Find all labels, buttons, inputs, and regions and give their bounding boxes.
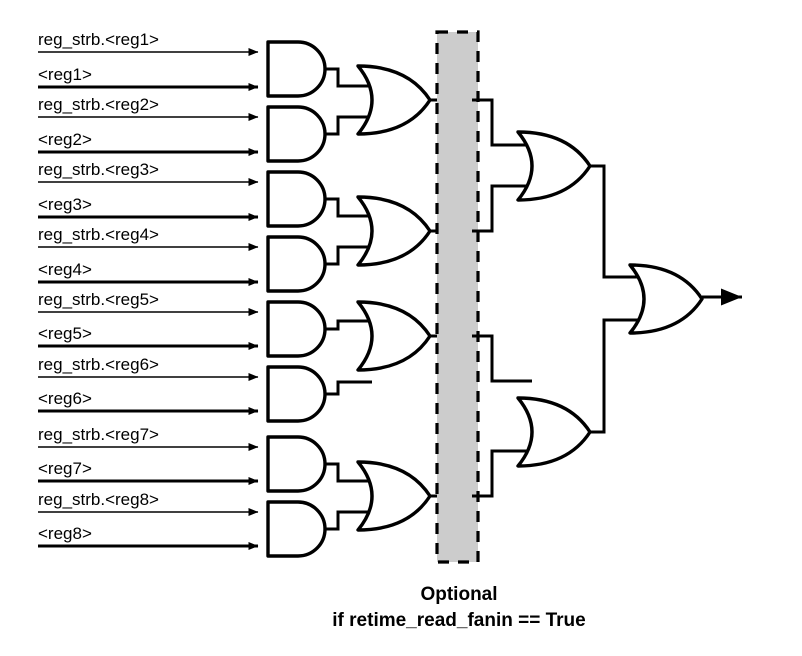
wire-or6-to-or7 (590, 318, 644, 434)
or-gate-4 (356, 460, 432, 532)
wire-box1-to-or5 (472, 98, 532, 147)
input-data-label-1: <reg1> (38, 65, 92, 84)
input-data-label-2: <reg2> (38, 130, 92, 149)
or-gates-level2 (516, 130, 592, 468)
or-gate-3 (356, 300, 432, 372)
wire-or5-to-or7 (590, 164, 644, 279)
and-gate-3 (266, 170, 327, 228)
input-strobe-label-4: reg_strb.<reg4> (38, 225, 159, 244)
or-gate-5 (516, 130, 592, 202)
and-gate-6 (266, 365, 327, 423)
or-gate-2 (356, 195, 432, 267)
and-gates (266, 40, 327, 558)
and-gate-1 (266, 40, 327, 98)
and-gate-2 (266, 105, 327, 163)
input-strobe-label-8: reg_strb.<reg8> (38, 490, 159, 509)
optional-box-caption: Optional if retime_read_fanin == True (332, 584, 585, 631)
and-gate-7 (266, 435, 327, 493)
input-data-label-4: <reg4> (38, 260, 92, 279)
input-data-label-6: <reg6> (38, 389, 92, 408)
caption-line-2: if retime_read_fanin == True (332, 610, 585, 631)
wire-and4-to-or2 (325, 245, 372, 266)
input-wires (38, 48, 259, 550)
or-gate-1 (356, 64, 432, 136)
and-to-or1-wires (325, 67, 372, 531)
and-gate-8 (266, 500, 327, 558)
input-data-label-7: <reg7> (38, 459, 92, 478)
box-to-or2-wires (472, 98, 532, 498)
input-strobe-label-5: reg_strb.<reg5> (38, 290, 159, 309)
input-strobe-label-3: reg_strb.<reg3> (38, 160, 159, 179)
input-strobe-label-6: reg_strb.<reg6> (38, 355, 159, 374)
and-gate-4 (266, 235, 327, 293)
input-labels: reg_strb.<reg1> <reg1> reg_strb.<reg2> <… (38, 30, 159, 543)
wire-and3-to-or2 (325, 197, 372, 218)
caption-line-1: Optional (420, 584, 497, 605)
wire-box3-to-or6 (472, 334, 532, 383)
wire-and5-to-or3 (325, 319, 372, 331)
or2-to-or3-wires (590, 164, 644, 434)
or-gate-7-final (628, 263, 704, 335)
or-gate-6 (516, 396, 592, 468)
wire-and1-to-or1 (325, 67, 372, 88)
input-data-label-3: <reg3> (38, 195, 92, 214)
wire-and8-to-or4 (325, 510, 372, 531)
input-data-label-5: <reg5> (38, 324, 92, 343)
input-strobe-label-7: reg_strb.<reg7> (38, 425, 159, 444)
or-gates-level1 (356, 64, 432, 532)
input-strobe-label-1: reg_strb.<reg1> (38, 30, 159, 49)
wire-and7-to-or4 (325, 462, 372, 483)
wire-box4-to-or6 (472, 449, 532, 498)
input-strobe-label-2: reg_strb.<reg2> (38, 95, 159, 114)
wire-and2-to-or1 (325, 115, 372, 136)
wire-box2-to-or5 (472, 184, 532, 233)
and-gate-5 (266, 300, 327, 358)
optional-retime-box (435, 30, 480, 564)
input-data-label-8: <reg8> (38, 524, 92, 543)
wire-and6-to-or3 (325, 380, 372, 396)
